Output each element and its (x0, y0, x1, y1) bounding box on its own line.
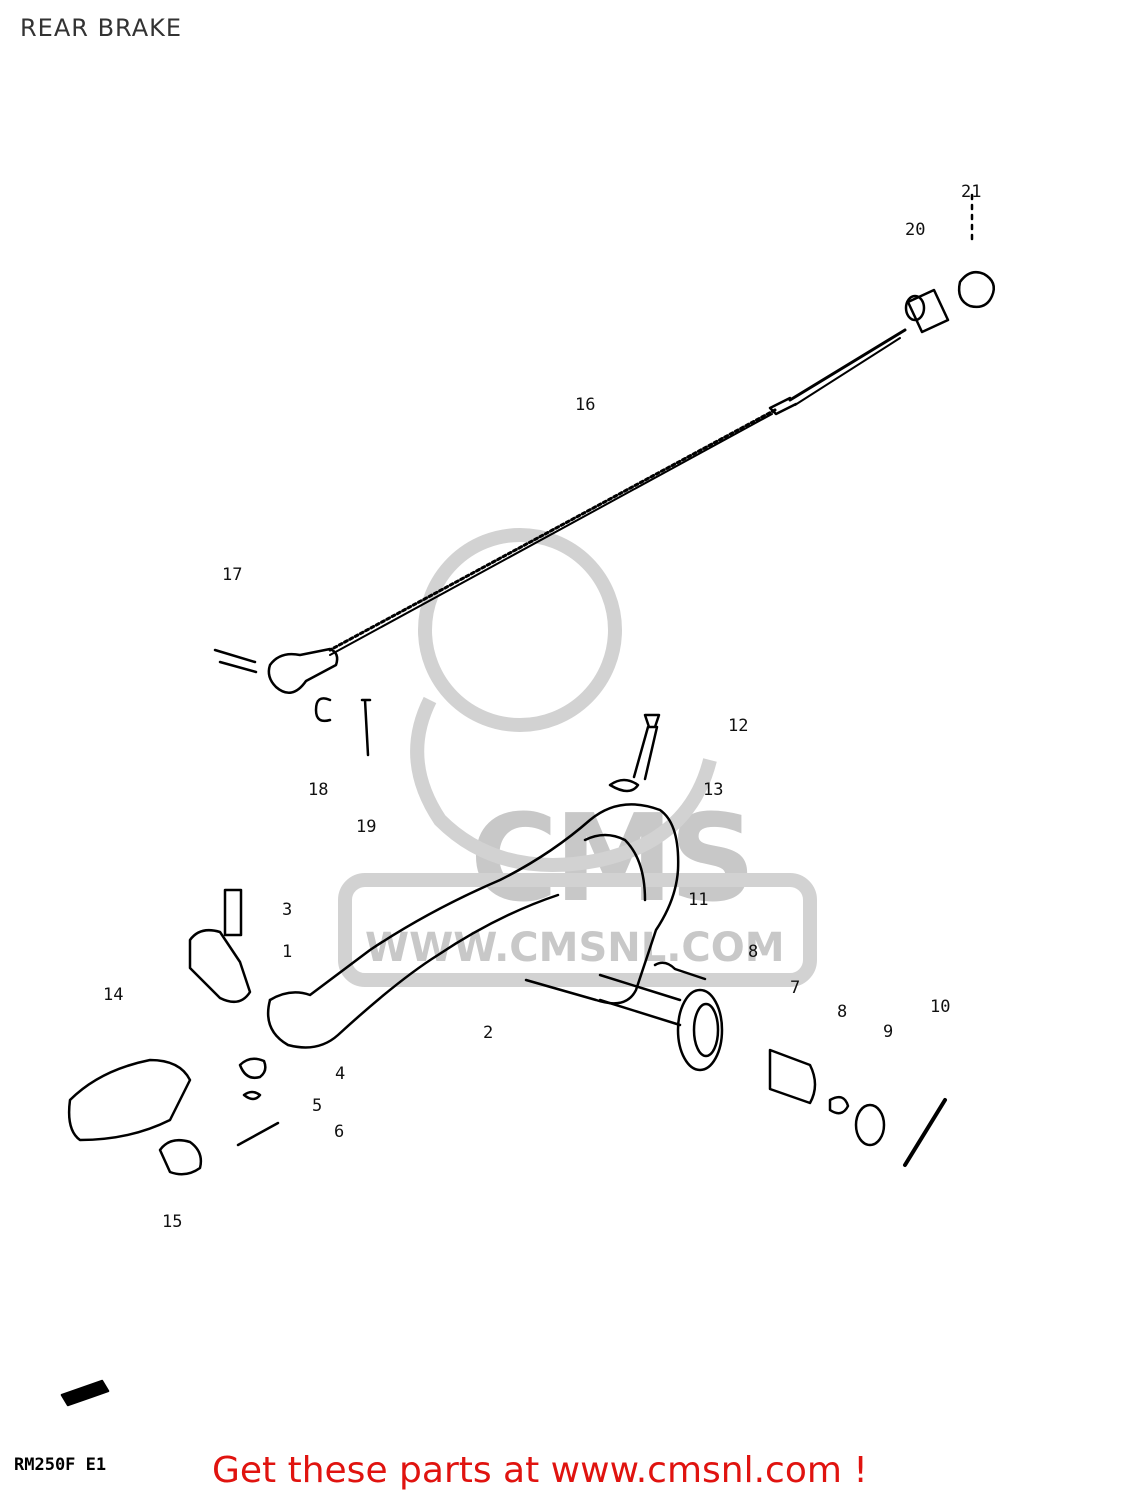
bolt-part-3 (223, 888, 243, 937)
callout-8a: 8 (748, 942, 759, 962)
callout-13: 13 (703, 780, 724, 800)
washer-part-5 (242, 1090, 262, 1101)
callout-1: 1 (282, 942, 293, 962)
clip-part-18 (314, 697, 332, 723)
callout-12: 12 (728, 716, 749, 736)
watermark-url-text: WWW.CMSNL.COM (365, 925, 785, 971)
parts-link[interactable]: Get these parts at www.cmsnl.com ! (212, 1450, 868, 1491)
washer-part-13 (608, 778, 640, 793)
brake-rod-part-16 (328, 328, 907, 656)
callout-2: 2 (483, 1023, 494, 1043)
callout-4: 4 (335, 1064, 346, 1084)
bracket-part-14 (67, 1058, 192, 1142)
holder-part-1 (188, 929, 252, 1004)
bushing-part-7 (768, 1048, 817, 1105)
callout-10: 10 (930, 997, 951, 1017)
sleeve-part-20 (904, 288, 950, 334)
callout-18: 18 (308, 780, 329, 800)
callout-17: 17 (222, 565, 243, 585)
callout-5: 5 (312, 1096, 323, 1116)
oring-part-8 (828, 1095, 850, 1115)
callout-3: 3 (282, 900, 293, 920)
callout-21: 21 (961, 182, 982, 202)
callout-20: 20 (905, 220, 926, 240)
pivot-part-15 (158, 1139, 203, 1176)
callout-9: 9 (883, 1022, 894, 1042)
callout-19: 19 (356, 817, 377, 837)
callout-7: 7 (790, 978, 801, 998)
callout-6: 6 (334, 1122, 345, 1142)
callout-11: 11 (688, 890, 709, 910)
page-title: REAR BRAKE (20, 14, 183, 42)
clevis-part-17 (213, 647, 339, 694)
watermark-mascot (338, 528, 817, 987)
callout-14: 14 (103, 985, 124, 1005)
cap-nut-part-21 (957, 193, 995, 309)
callout-16: 16 (575, 395, 596, 415)
cotter-pin-part-10 (903, 1098, 947, 1167)
front-arrow-icon (60, 1379, 110, 1407)
model-code: RM250F E1 (14, 1455, 107, 1475)
callout-8b: 8 (837, 1002, 848, 1022)
washer-part-9 (854, 1103, 886, 1147)
brake-pedal-part-2 (266, 803, 724, 1072)
pin-part-19 (360, 698, 372, 757)
bolt-part-6 (236, 1121, 280, 1147)
bolt-part-12 (632, 713, 661, 781)
callout-15: 15 (162, 1212, 183, 1232)
nut-part-4 (238, 1057, 267, 1079)
